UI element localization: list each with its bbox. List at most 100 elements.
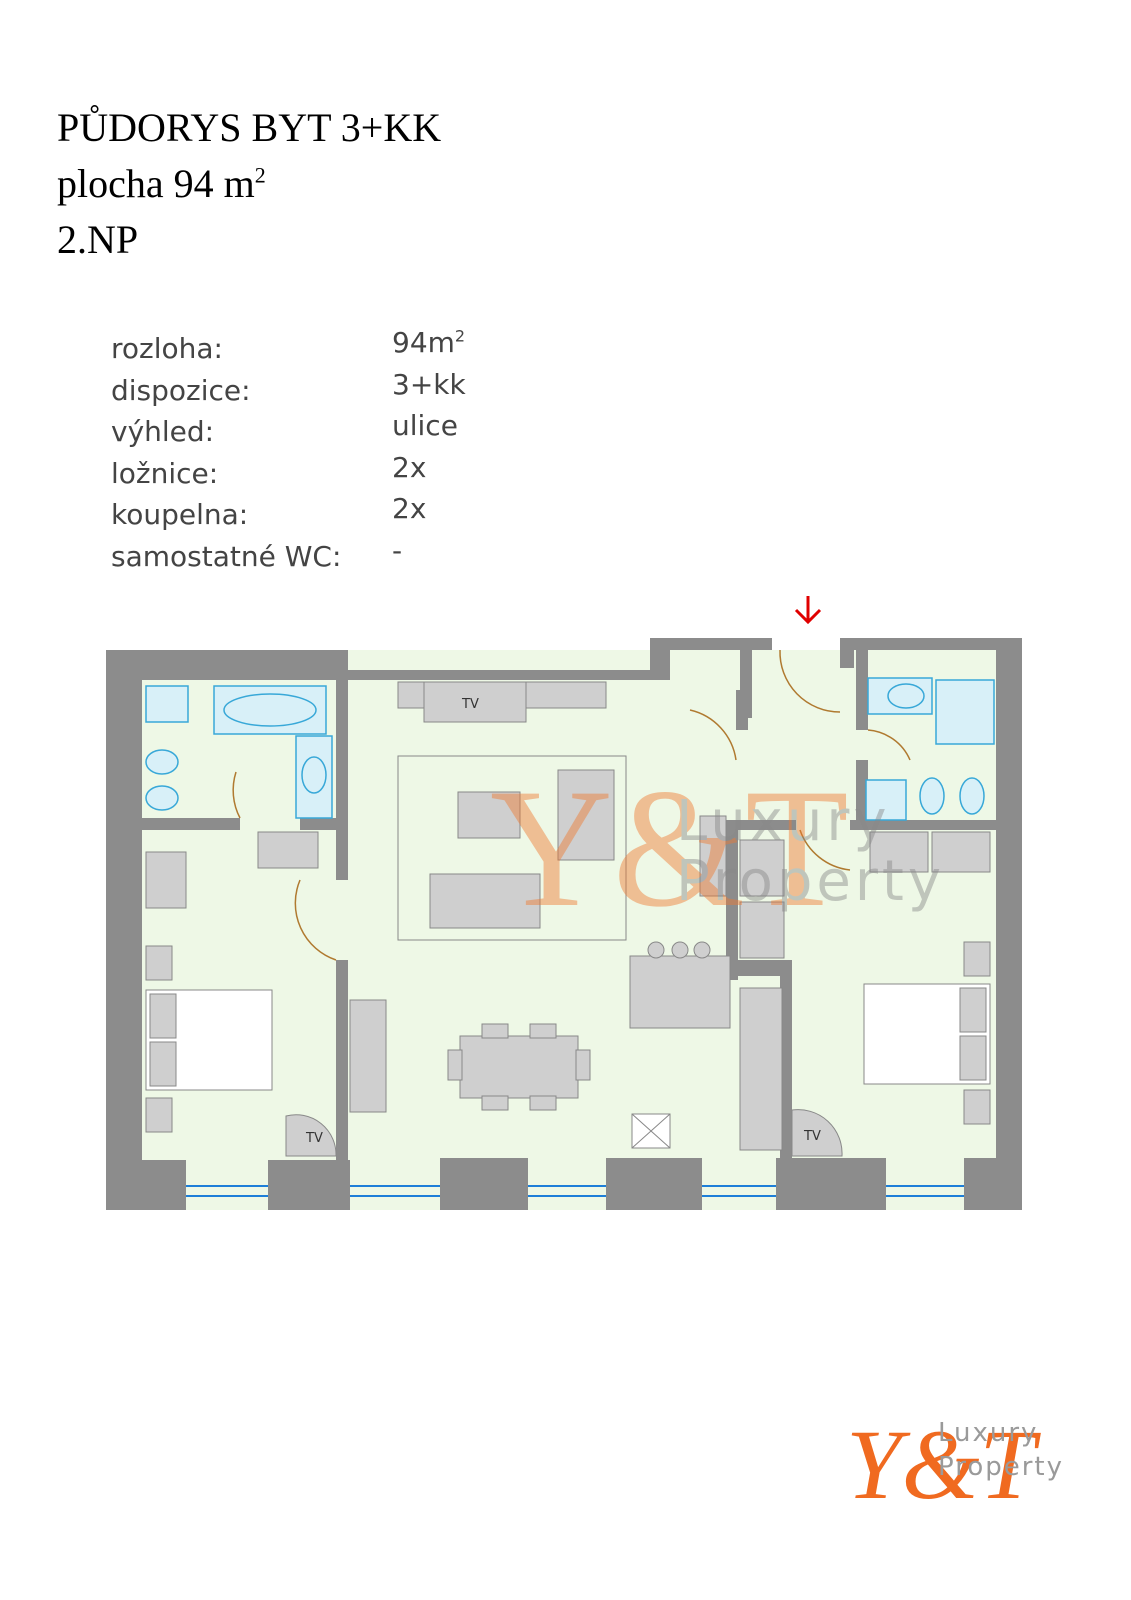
wall (440, 1158, 528, 1210)
spec-value: 2x (392, 492, 427, 525)
left-bathroom (145, 685, 333, 819)
wall (840, 638, 1022, 650)
sofa (557, 769, 615, 861)
logo-text-line1: Luxury (938, 1418, 1039, 1448)
chair (529, 1023, 557, 1039)
spec-value: ulice (392, 409, 458, 442)
watermark-text: Luxury (676, 789, 891, 854)
wardrobe (739, 839, 785, 897)
armchair (457, 791, 521, 839)
wall (268, 1160, 350, 1210)
kitchen-counter (739, 987, 783, 1151)
sofa (429, 873, 541, 929)
spec-label: dispozice: (111, 373, 251, 407)
wall (106, 650, 142, 1210)
dining-table (459, 1035, 579, 1099)
rug (397, 755, 627, 941)
tv-corner-right (791, 1109, 843, 1157)
wall (650, 638, 772, 650)
pillow (959, 987, 987, 1033)
pillow (959, 1035, 987, 1081)
bar-stool (647, 941, 665, 959)
wall (850, 820, 1000, 830)
tv-label: TV (803, 1129, 821, 1144)
chair (481, 1095, 509, 1111)
kitchen-island (629, 955, 731, 1029)
svg-text:Y&T: Y&T (846, 1409, 1041, 1512)
nightstand (963, 1089, 991, 1125)
door (799, 829, 851, 871)
wall (856, 760, 868, 830)
wall (106, 650, 342, 680)
wall (726, 820, 796, 830)
sink-icon (145, 685, 189, 723)
spec-label: koupelna: (111, 498, 249, 531)
title-line-3: 2.NP (57, 217, 139, 262)
title-line-1: PŮDORYS BYT 3+KK (57, 105, 442, 150)
windows (186, 1185, 964, 1197)
tv-label: TV (305, 1131, 323, 1146)
entrance-door (779, 649, 841, 713)
tv-unit (423, 681, 527, 723)
chair (575, 1049, 591, 1081)
basin-icon (887, 683, 925, 709)
wall (736, 690, 748, 730)
watermark-monogram: Y&T (490, 754, 849, 942)
watermark: Y&T Luxury Property (490, 754, 945, 942)
bathtub-basin-icon (223, 693, 317, 727)
wall (964, 1158, 1022, 1210)
red-down-arrow-icon (794, 596, 822, 625)
tv-corner-left (285, 1114, 337, 1157)
wall (106, 1160, 186, 1210)
wall (606, 1158, 702, 1210)
spec-value: 94m2 (392, 326, 465, 359)
wall (736, 960, 792, 976)
bidet-icon (959, 777, 985, 815)
wall (336, 960, 348, 1210)
doors (232, 649, 911, 961)
spec-label: výhled: (111, 415, 215, 448)
watermark-text: Property (676, 849, 945, 914)
door (689, 709, 737, 761)
bidet-icon (145, 785, 179, 811)
basin-icon (301, 756, 327, 794)
spec-value: 3+kk (392, 367, 466, 401)
toilet-icon (145, 749, 179, 775)
wall (336, 680, 348, 880)
toilet-icon (919, 777, 945, 815)
bar-stool (693, 941, 711, 959)
wardrobe (257, 831, 319, 869)
spec-label: ložnice: (111, 456, 219, 490)
spec-value: 2x (392, 450, 427, 484)
chair (447, 1049, 463, 1081)
washer-icon (865, 779, 907, 821)
chair (529, 1095, 557, 1111)
wardrobe (931, 831, 991, 873)
wall (996, 638, 1022, 1210)
furniture (145, 681, 991, 1157)
door (294, 879, 337, 961)
title-line-2: plocha 94 m2 (57, 156, 441, 212)
wall (840, 638, 854, 668)
page-title: PŮDORYS BYT 3+KK plocha 94 m2 2.NP (57, 100, 441, 268)
area-text: plocha 94 m (57, 161, 255, 206)
nightstand (145, 1097, 173, 1133)
spec-value-text: 94m (392, 326, 455, 359)
wall (140, 818, 240, 830)
shower-icon (935, 679, 995, 745)
wall (342, 670, 660, 680)
walls (106, 638, 1022, 1210)
wall (856, 650, 868, 730)
wardrobe (869, 831, 929, 873)
pillow (149, 993, 177, 1039)
bench (349, 999, 387, 1113)
nightstand (963, 941, 991, 977)
area-superscript: 2 (254, 162, 266, 188)
nightstand (145, 945, 173, 981)
pillow (149, 1041, 177, 1087)
spec-value: - (392, 533, 403, 567)
spec-value-sup: 2 (454, 326, 466, 346)
chair (481, 1023, 509, 1039)
right-bathroom (865, 677, 995, 821)
